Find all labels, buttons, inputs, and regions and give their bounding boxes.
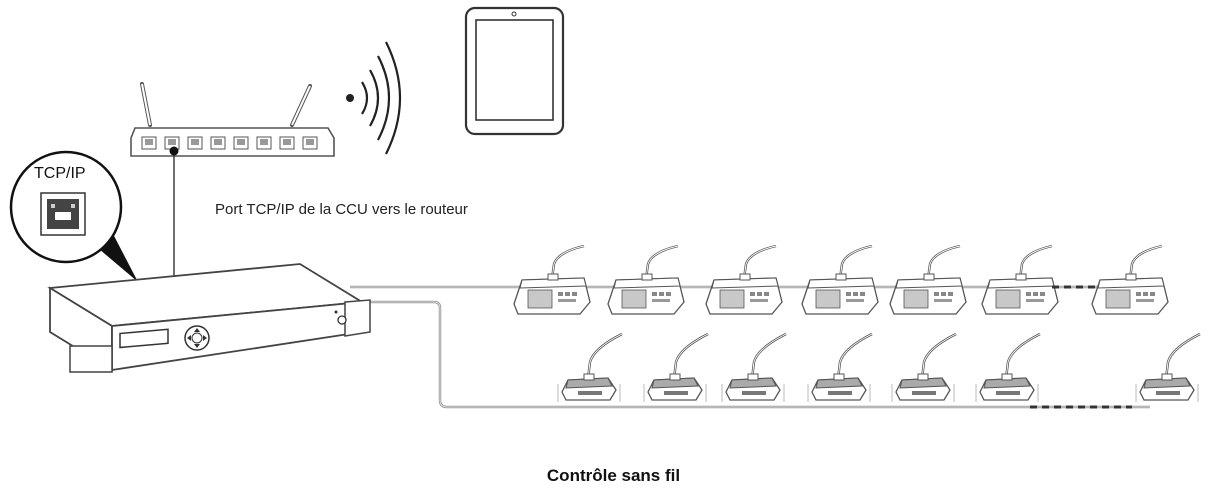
delegate-unit-lower — [720, 332, 788, 404]
delegate-unit-lower — [556, 332, 624, 404]
router-port — [141, 136, 157, 150]
router-port — [302, 136, 318, 150]
rj45-port-icon — [40, 192, 86, 236]
tcpip-label: TCP/IP — [34, 165, 86, 182]
delegate-unit-lower — [642, 332, 710, 404]
delegate-row-upper — [512, 244, 1170, 316]
tcpip-callout — [9, 150, 138, 282]
delegate-unit-upper — [512, 244, 592, 316]
delegate-unit-lower — [890, 332, 958, 404]
router-port — [187, 136, 203, 150]
router-port — [233, 136, 249, 150]
ccu-central-unit — [47, 263, 371, 373]
delegate-unit-upper — [980, 244, 1060, 316]
router-port — [279, 136, 295, 150]
delegate-unit-lower — [1134, 332, 1202, 404]
delegate-unit-upper — [1090, 244, 1170, 316]
delegate-unit-lower — [974, 332, 1042, 404]
delegate-unit-lower — [806, 332, 874, 404]
bottom-caption: Contrôle sans fil — [546, 466, 681, 485]
router-port — [256, 136, 272, 150]
wifi-signal-icon — [346, 41, 401, 155]
delegate-unit-upper — [606, 244, 686, 316]
port-caption: Port TCP/IP de la CCU vers le routeur — [215, 201, 468, 218]
delegate-unit-upper — [800, 244, 880, 316]
router-icon — [130, 82, 335, 157]
router-port — [210, 136, 226, 150]
cable-lower — [350, 300, 1150, 409]
delegate-unit-upper — [888, 244, 968, 316]
tablet-icon — [464, 6, 565, 136]
delegate-unit-upper — [704, 244, 784, 316]
delegate-row-lower — [556, 332, 1202, 404]
